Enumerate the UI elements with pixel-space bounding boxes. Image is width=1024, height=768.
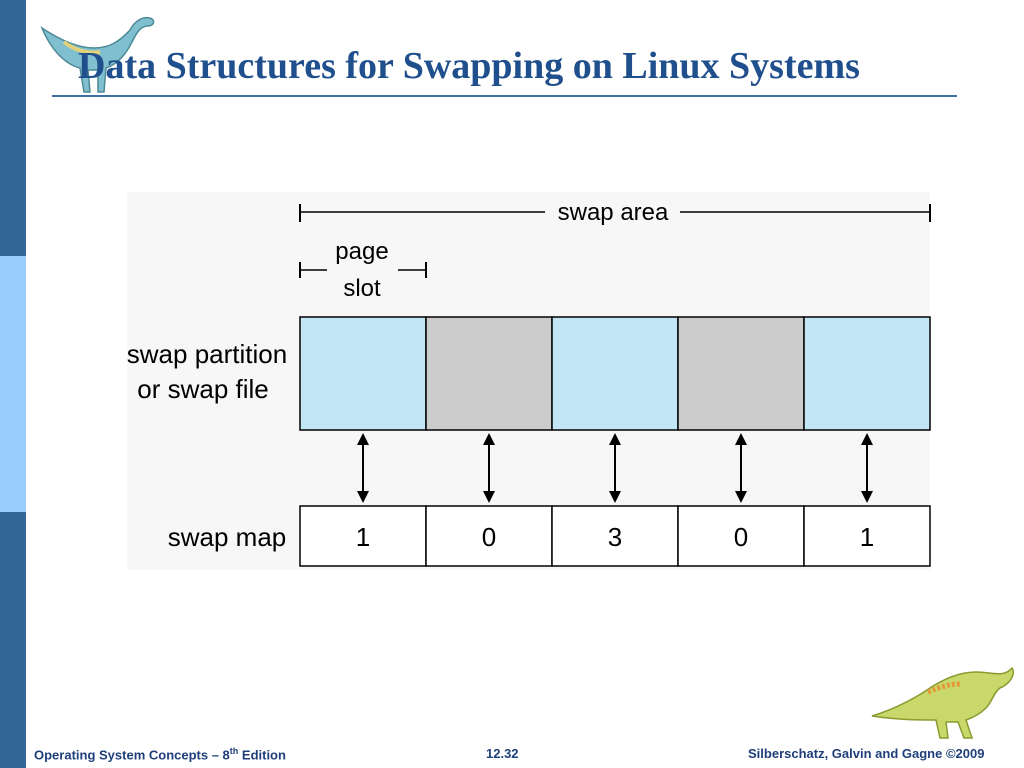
footer-copyright: Silberschatz, Galvin and Gagne ©2009 bbox=[748, 746, 985, 761]
dinosaur-logo-icon bbox=[40, 16, 155, 93]
arrowhead-down bbox=[609, 491, 621, 503]
arrowhead-down bbox=[861, 491, 873, 503]
arrowhead-down bbox=[735, 491, 747, 503]
dinosaur-logo-bottom-icon bbox=[871, 666, 1014, 739]
footer-book-title: Operating System Concepts – 8th Edition bbox=[34, 746, 286, 762]
swap-map-label: swap map bbox=[168, 522, 287, 552]
footer-book-sup: th bbox=[229, 746, 239, 756]
partition-slot bbox=[425, 316, 553, 431]
swap-map-cell bbox=[677, 505, 805, 567]
swap-map-cell bbox=[299, 505, 427, 567]
title-underline bbox=[52, 95, 957, 97]
swap-map-count: 1 bbox=[860, 522, 874, 552]
arrowhead-up bbox=[609, 433, 621, 445]
swap-map-count: 0 bbox=[482, 522, 496, 552]
swap-map-cell bbox=[425, 505, 553, 567]
partition-slot bbox=[677, 316, 805, 431]
left-accent-band bbox=[0, 256, 26, 512]
partition-slot bbox=[299, 316, 427, 431]
page-slot-label-line1: page bbox=[335, 238, 388, 265]
partition-label-line1: swap partition bbox=[127, 339, 287, 369]
swap-map-count: 3 bbox=[608, 522, 622, 552]
partition-slot bbox=[551, 316, 679, 431]
arrowhead-up bbox=[357, 433, 369, 445]
swap-map-count: 1 bbox=[356, 522, 370, 552]
partition-label-line2: or swap file bbox=[137, 374, 269, 404]
arrowhead-up bbox=[735, 433, 747, 445]
arrowhead-down bbox=[483, 491, 495, 503]
arrowhead-up bbox=[861, 433, 873, 445]
left-accent-bar bbox=[0, 0, 26, 768]
footer-book-suffix: Edition bbox=[238, 747, 286, 763]
swap-area-label: swap area bbox=[558, 199, 669, 226]
arrowhead-down bbox=[357, 491, 369, 503]
page-slot-label-line2: slot bbox=[343, 275, 381, 302]
partition-slot bbox=[803, 316, 931, 431]
swap-map-cell bbox=[551, 505, 679, 567]
footer-page-number: 12.32 bbox=[486, 746, 519, 761]
swap-map-cell bbox=[803, 505, 931, 567]
arrowhead-up bbox=[483, 433, 495, 445]
page-title: Data Structures for Swapping on Linux Sy… bbox=[78, 45, 860, 87]
swap-map-count: 0 bbox=[734, 522, 748, 552]
slots-layer: 1 0 3 0 1 bbox=[299, 316, 931, 567]
footer-book-prefix: Operating System Concepts – 8 bbox=[34, 747, 230, 763]
